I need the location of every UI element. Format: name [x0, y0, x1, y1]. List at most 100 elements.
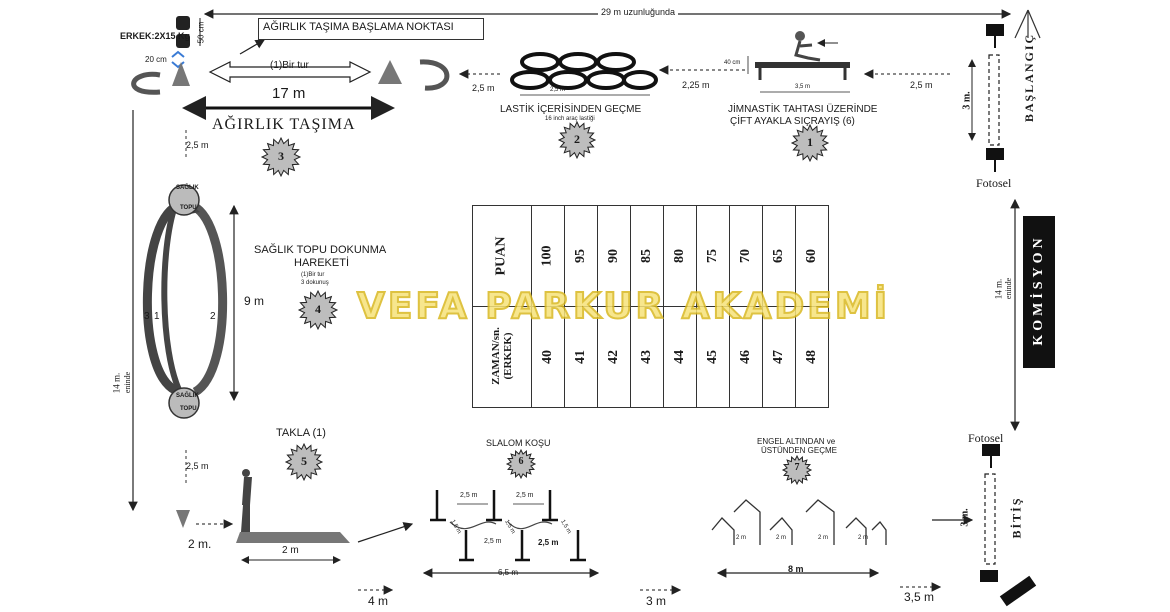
person-icon [241, 469, 252, 532]
station-star [557, 120, 597, 160]
watermark: VEFA PARKUR AKADEMİ [356, 285, 891, 328]
timer-icon [999, 575, 1037, 607]
cone-left [172, 62, 190, 86]
station-star [260, 136, 302, 178]
station-star [781, 454, 813, 486]
start-photocell-label: Fotosel [976, 176, 1012, 190]
weight-width-label: 20 cm [145, 55, 167, 64]
start-point-label: AĞIRLIK TAŞIMA BAŞLAMA NOKTASI [263, 21, 454, 33]
track-length-label: 29 m uzunluğunda [598, 7, 679, 17]
tires-gap-left: 2,5 m [472, 83, 495, 93]
left-width-unit: eninde [123, 371, 133, 394]
health-ball-top [168, 184, 200, 216]
points-row: PUAN 100 95 90 85 80 75 70 65 60 [472, 205, 829, 307]
tour-arrow [208, 61, 372, 83]
gym-board-height: 40 cm [724, 60, 741, 66]
uturn-right-arrow [419, 59, 450, 91]
hurdles-title-2: ÜSTÜNDEN GEÇME [761, 446, 838, 455]
slalom-seg-top-1: 2,5 m [460, 492, 478, 499]
hurdle-w2: 2 m [776, 535, 787, 541]
loop-num-2: 2 [210, 311, 216, 322]
health-ball-title-1: SAĞLIK TOPU DOKUNMA [254, 244, 387, 256]
tires-title: LASTİK İÇERİSİNDEN GEÇME [500, 104, 642, 115]
station-number: 3 [278, 149, 284, 163]
points-cell: 100 [539, 245, 555, 267]
ball-bottom-label-1: SAĞLIK [176, 393, 199, 399]
photocell-start-top-icon [986, 24, 1004, 48]
time-cell: 44 [671, 350, 687, 364]
tires-icon [510, 52, 658, 90]
start-point-box: AĞIRLIK TAŞIMA BAŞLAMA NOKTASI [258, 18, 484, 40]
hurdles-title-1: ENGEL ALTINDAN ve [757, 437, 836, 446]
slalom-seg-bot-1: 2,5 m [484, 538, 502, 545]
finish-gap: 3,5 m [904, 590, 935, 604]
roll-gap: 2,5 m [186, 461, 209, 471]
hurdles-gap: 3 m [646, 594, 667, 608]
station-number: 1 [807, 135, 813, 149]
tour-label: (1)Bir tur [270, 60, 309, 71]
gym-board-title-1: JİMNASTİK TAHTASI ÜZERİNDE [728, 104, 878, 115]
start-zone-length: 3 m. [961, 91, 973, 110]
time-cell: 45 [704, 350, 720, 364]
mat-length: 2 m [282, 545, 299, 556]
health-ball-bottom [168, 387, 200, 419]
hurdle-w1: 2 m [736, 535, 747, 541]
slalom-gap: 4 m [368, 594, 389, 608]
commission-box: KOMİSYON [1023, 216, 1055, 368]
health-ball-note-1: (1)Bir tur [301, 272, 325, 278]
points-cell: 80 [671, 249, 687, 263]
start-zone-label: BAŞLANGIÇ [1022, 32, 1037, 123]
finish-zone-length: 3 m. [959, 508, 971, 527]
weight-carry-title: AĞIRLIK TAŞIMA [212, 116, 356, 133]
roll-title: TAKLA (1) [276, 427, 326, 439]
station-star [284, 442, 324, 482]
station-number: 7 [794, 462, 800, 473]
ball-top-label-1: SAĞLIK [176, 185, 199, 191]
tires-gap-right: 2,25 m [682, 80, 710, 90]
ball-bottom-label-2: TOPU [180, 406, 197, 412]
gym-board-gap: 2,5 m [910, 80, 933, 90]
gym-board-title-2: ÇİFT AYAKLA SIÇRAYIŞ (6) [730, 116, 855, 127]
distance-9m-label: 9 m [244, 294, 265, 308]
photocell-start-bottom-icon [986, 148, 1004, 172]
weights-icon [171, 16, 201, 69]
points-cell: 95 [572, 249, 588, 263]
time-cell: 41 [572, 350, 588, 364]
slalom-title: SLALOM KOŞU [486, 438, 551, 448]
loop-num-1: 1 [154, 311, 160, 322]
roll-gap-left: 2 m. [188, 537, 212, 551]
loop-num-3: 3 [144, 311, 150, 322]
distance-17m-label: 17 m [272, 85, 306, 102]
slalom-seg-top-2: 2,5 m [516, 492, 534, 499]
station-star [505, 448, 537, 480]
tripod-icon [1014, 9, 1041, 39]
finish-photocell-label: Fotosel [968, 431, 1004, 445]
start-lane [988, 54, 1000, 146]
hurdles-icon [711, 499, 887, 545]
time-cell: 43 [638, 350, 654, 364]
slalom-seg-bot-2: 2,5 m [538, 538, 559, 547]
ball-top-label-2: TOPU [180, 205, 197, 211]
health-ball-title-2: HAREKETİ [294, 257, 350, 269]
finish-lane [984, 473, 996, 565]
health-ball-loop [143, 200, 227, 398]
slalom-poles [430, 490, 586, 562]
commission-label: KOMİSYON [1031, 234, 1046, 346]
male-weight-label: ERKEK:2X15 Kg [120, 31, 191, 41]
time-cell: 40 [539, 350, 555, 364]
mat [236, 532, 350, 543]
points-cell: 65 [770, 249, 786, 263]
gym-board-width: 3,5 m [795, 84, 811, 90]
station-number: 4 [315, 302, 321, 316]
gym-board-icon [755, 31, 850, 80]
right-width-label: 14 m. [993, 278, 1004, 300]
station-star [297, 289, 339, 331]
tires-width: 2,5 m [550, 87, 566, 93]
points-cell: 70 [737, 249, 753, 263]
time-header-1: ZAMAN/sn. [489, 327, 502, 385]
photocell-finish-bottom-icon [980, 570, 998, 582]
points-header: PUAN [472, 205, 532, 307]
hurdle-w4: 2 m [858, 535, 869, 541]
points-cell: 60 [803, 249, 819, 263]
